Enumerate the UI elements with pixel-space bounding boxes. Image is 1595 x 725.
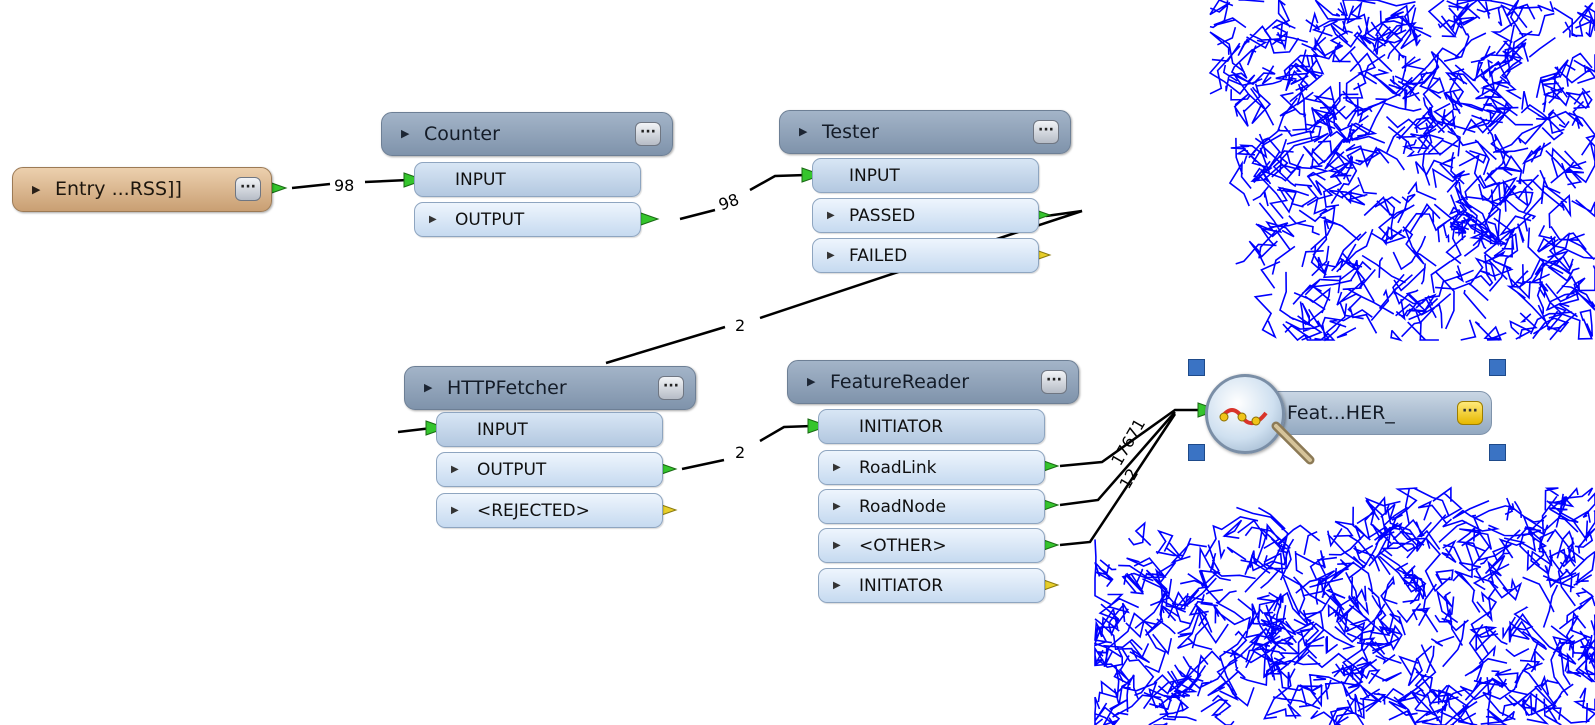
expand-triangle-icon[interactable]: ▶ xyxy=(401,127,410,140)
expand-triangle-icon[interactable]: ▶ xyxy=(429,214,437,225)
node-header[interactable]: ▶ FeatureReader ··· xyxy=(787,360,1079,404)
node-menu-ellipsis-icon[interactable]: ··· xyxy=(1041,370,1067,394)
expand-triangle-icon[interactable]: ▶ xyxy=(833,580,841,591)
count-label: 98 xyxy=(716,190,742,215)
expand-triangle-icon[interactable]: ▶ xyxy=(799,125,808,138)
port-roadlink[interactable]: ▶ RoadLink xyxy=(818,450,1045,485)
node-header[interactable]: Feat...HER_ ··· xyxy=(1248,391,1492,435)
port-input[interactable]: INPUT xyxy=(436,412,663,447)
expand-triangle-icon[interactable]: ▶ xyxy=(833,501,841,512)
connection-tester-fetcher[interactable] xyxy=(605,209,1083,365)
expand-triangle-icon[interactable]: ▶ xyxy=(827,210,835,221)
port-label: OUTPUT xyxy=(455,210,525,230)
port-initiator-output[interactable]: ▶ INITIATOR xyxy=(818,568,1045,603)
selection-handle[interactable] xyxy=(1489,444,1506,461)
magnifier-handle-icon xyxy=(1271,421,1315,465)
port-initiator-input[interactable]: INITIATOR xyxy=(818,409,1045,444)
connection-other-inspector[interactable] xyxy=(1059,413,1177,547)
port-label: INPUT xyxy=(849,166,900,186)
count-label: 98 xyxy=(334,176,354,195)
port-label: INPUT xyxy=(477,420,528,440)
port-output[interactable]: ▶ OUTPUT xyxy=(414,202,641,237)
connection-entry-counter[interactable] xyxy=(291,178,409,190)
selection-handle[interactable] xyxy=(1188,359,1205,376)
port-label: INITIATOR xyxy=(859,576,944,596)
selection-handle[interactable] xyxy=(1489,359,1506,376)
port-label: INITIATOR xyxy=(859,417,944,437)
expand-triangle-icon[interactable]: ▶ xyxy=(807,375,816,388)
node-menu-ellipsis-icon[interactable]: ··· xyxy=(635,122,661,146)
selection-handle[interactable] xyxy=(1188,444,1205,461)
map-road-lines xyxy=(1093,486,1595,725)
expand-triangle-icon[interactable]: ▶ xyxy=(827,250,835,261)
expand-triangle-icon[interactable]: ▶ xyxy=(451,464,459,475)
port-label: OUTPUT xyxy=(477,460,547,480)
expand-triangle-icon[interactable]: ▶ xyxy=(833,462,841,473)
node-header[interactable]: ▶ Tester ··· xyxy=(779,110,1071,154)
map-road-lines xyxy=(1208,0,1595,342)
expand-triangle-icon[interactable]: ▶ xyxy=(424,381,433,394)
port-rejected[interactable]: ▶ <REJECTED> xyxy=(436,493,663,528)
port-label: <REJECTED> xyxy=(477,501,590,521)
node-title: Tester xyxy=(822,121,879,143)
expand-triangle-icon[interactable]: ▶ xyxy=(32,183,41,196)
expand-triangle-icon[interactable]: ▶ xyxy=(833,540,841,551)
port-input[interactable]: INPUT xyxy=(812,158,1039,193)
node-title: Feat...HER_ xyxy=(1287,402,1395,424)
connection-roadnode-inspector[interactable] xyxy=(1059,411,1176,507)
node-menu-ellipsis-icon[interactable]: ··· xyxy=(658,376,684,400)
port-roadnode[interactable]: ▶ RoadNode xyxy=(818,489,1045,524)
node-header[interactable]: ▶ HTTPFetcher ··· xyxy=(404,366,696,410)
output-connector-icon[interactable] xyxy=(637,211,660,227)
node-menu-ellipsis-icon[interactable]: ··· xyxy=(235,177,261,201)
node-title: FeatureReader xyxy=(830,371,970,393)
port-output[interactable]: ▶ OUTPUT xyxy=(436,452,663,487)
node-title: Entry ...RSS]] xyxy=(55,178,182,200)
connection-counter-tester[interactable] xyxy=(679,173,807,221)
port-label: RoadLink xyxy=(859,458,937,478)
node-title: HTTPFetcher xyxy=(447,377,567,399)
port-label: RoadNode xyxy=(859,497,947,517)
node-title: Counter xyxy=(424,123,500,145)
node-menu-ellipsis-icon[interactable]: ··· xyxy=(1033,120,1059,144)
magnifier-icon[interactable] xyxy=(1205,374,1285,454)
connection-fetcher-reader[interactable] xyxy=(681,424,813,471)
port-other[interactable]: ▶ <OTHER> xyxy=(818,528,1045,563)
map-preview-graphics xyxy=(1093,0,1595,725)
count-label: 2 xyxy=(735,443,745,462)
port-label: FAILED xyxy=(849,246,908,266)
node-menu-ellipsis-icon[interactable]: ··· xyxy=(1457,401,1483,425)
connection-roadlink-inspector[interactable] xyxy=(1059,408,1210,468)
node-header[interactable]: ▶ Counter ··· xyxy=(381,112,673,156)
reader-node-entry[interactable]: ▶ Entry ...RSS]] ··· xyxy=(12,167,272,212)
port-passed[interactable]: ▶ PASSED xyxy=(812,198,1039,233)
port-label: INPUT xyxy=(455,170,506,190)
expand-triangle-icon[interactable]: ▶ xyxy=(451,505,459,516)
count-label: 2 xyxy=(735,316,745,335)
port-label: PASSED xyxy=(849,206,916,226)
port-failed[interactable]: ▶ FAILED xyxy=(812,238,1039,273)
port-input[interactable]: INPUT xyxy=(414,162,641,197)
port-label: <OTHER> xyxy=(859,536,947,556)
